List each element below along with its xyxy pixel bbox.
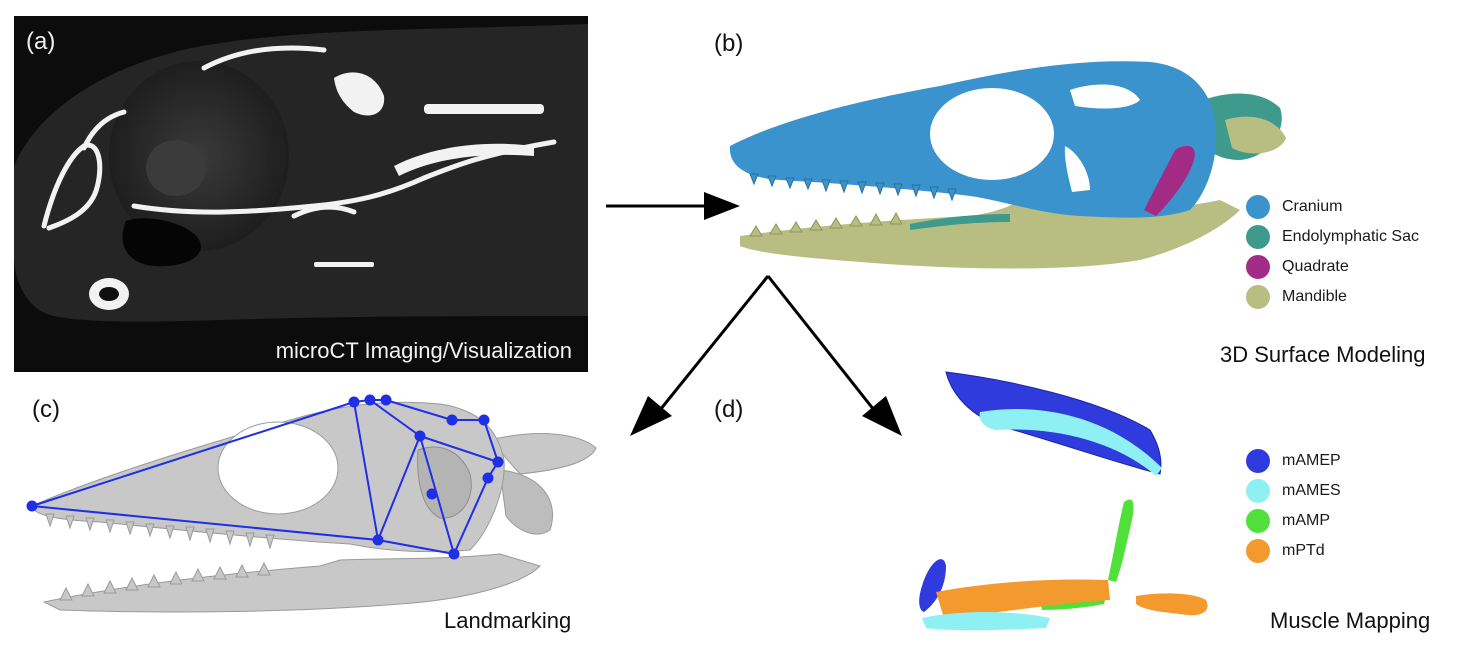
legend-label-mamp: mAMP [1282, 512, 1330, 529]
panel-b-label: (b) [714, 30, 744, 57]
legend-label-mames: mAMES [1282, 482, 1341, 499]
legend-item-mamp: mAMP [1246, 506, 1341, 536]
legend-label-endolymphatic-sac: Endolymphatic Sac [1282, 228, 1419, 245]
legend-item-mames: mAMES [1246, 476, 1341, 506]
swatch-endolymphatic-sac [1246, 225, 1270, 249]
arrows-b-to-c-and-d [630, 275, 902, 436]
legend-label-mamep: mAMEP [1282, 452, 1341, 469]
swatch-mandible [1246, 285, 1270, 309]
microct-image-panel: (a) microCT Imaging/Visualization [14, 16, 588, 372]
legend-muscle-mapping: mAMEP mAMES mAMP mPTd [1246, 446, 1341, 566]
swatch-mamp [1246, 509, 1270, 533]
skull-surface-model [729, 61, 1286, 269]
swatch-mamep [1246, 449, 1270, 473]
panel-c-label: (c) [32, 396, 60, 423]
swatch-cranium [1246, 195, 1270, 219]
swatch-mptd [1246, 539, 1270, 563]
legend-label-cranium: Cranium [1282, 198, 1343, 215]
legend-item-endolymphatic-sac: Endolymphatic Sac [1246, 222, 1419, 252]
legend-item-quadrate: Quadrate [1246, 252, 1419, 282]
panel-b-caption: 3D Surface Modeling [1220, 342, 1426, 367]
microct-slice-image [14, 24, 588, 322]
landmarked-skull [26, 394, 597, 613]
swatch-quadrate [1246, 255, 1270, 279]
legend-surface-model: Cranium Endolymphatic Sac Quadrate Mandi… [1246, 192, 1419, 312]
jaw-muscle-models [919, 371, 1208, 631]
panel-a-label: (a) [26, 28, 56, 55]
panel-c-caption: Landmarking [444, 608, 572, 633]
arrow-a-to-b [606, 192, 740, 220]
legend-label-mandible: Mandible [1282, 288, 1347, 305]
legend-item-mandible: Mandible [1246, 282, 1419, 312]
legend-item-mptd: mPTd [1246, 536, 1341, 566]
legend-label-mptd: mPTd [1282, 542, 1325, 559]
panel-d-caption: Muscle Mapping [1270, 608, 1431, 633]
swatch-mames [1246, 479, 1270, 503]
legend-item-cranium: Cranium [1246, 192, 1419, 222]
panel-a-caption: microCT Imaging/Visualization [275, 338, 572, 363]
panel-d-label: (d) [714, 396, 744, 423]
legend-label-quadrate: Quadrate [1282, 258, 1349, 275]
legend-item-mamep: mAMEP [1246, 446, 1341, 476]
